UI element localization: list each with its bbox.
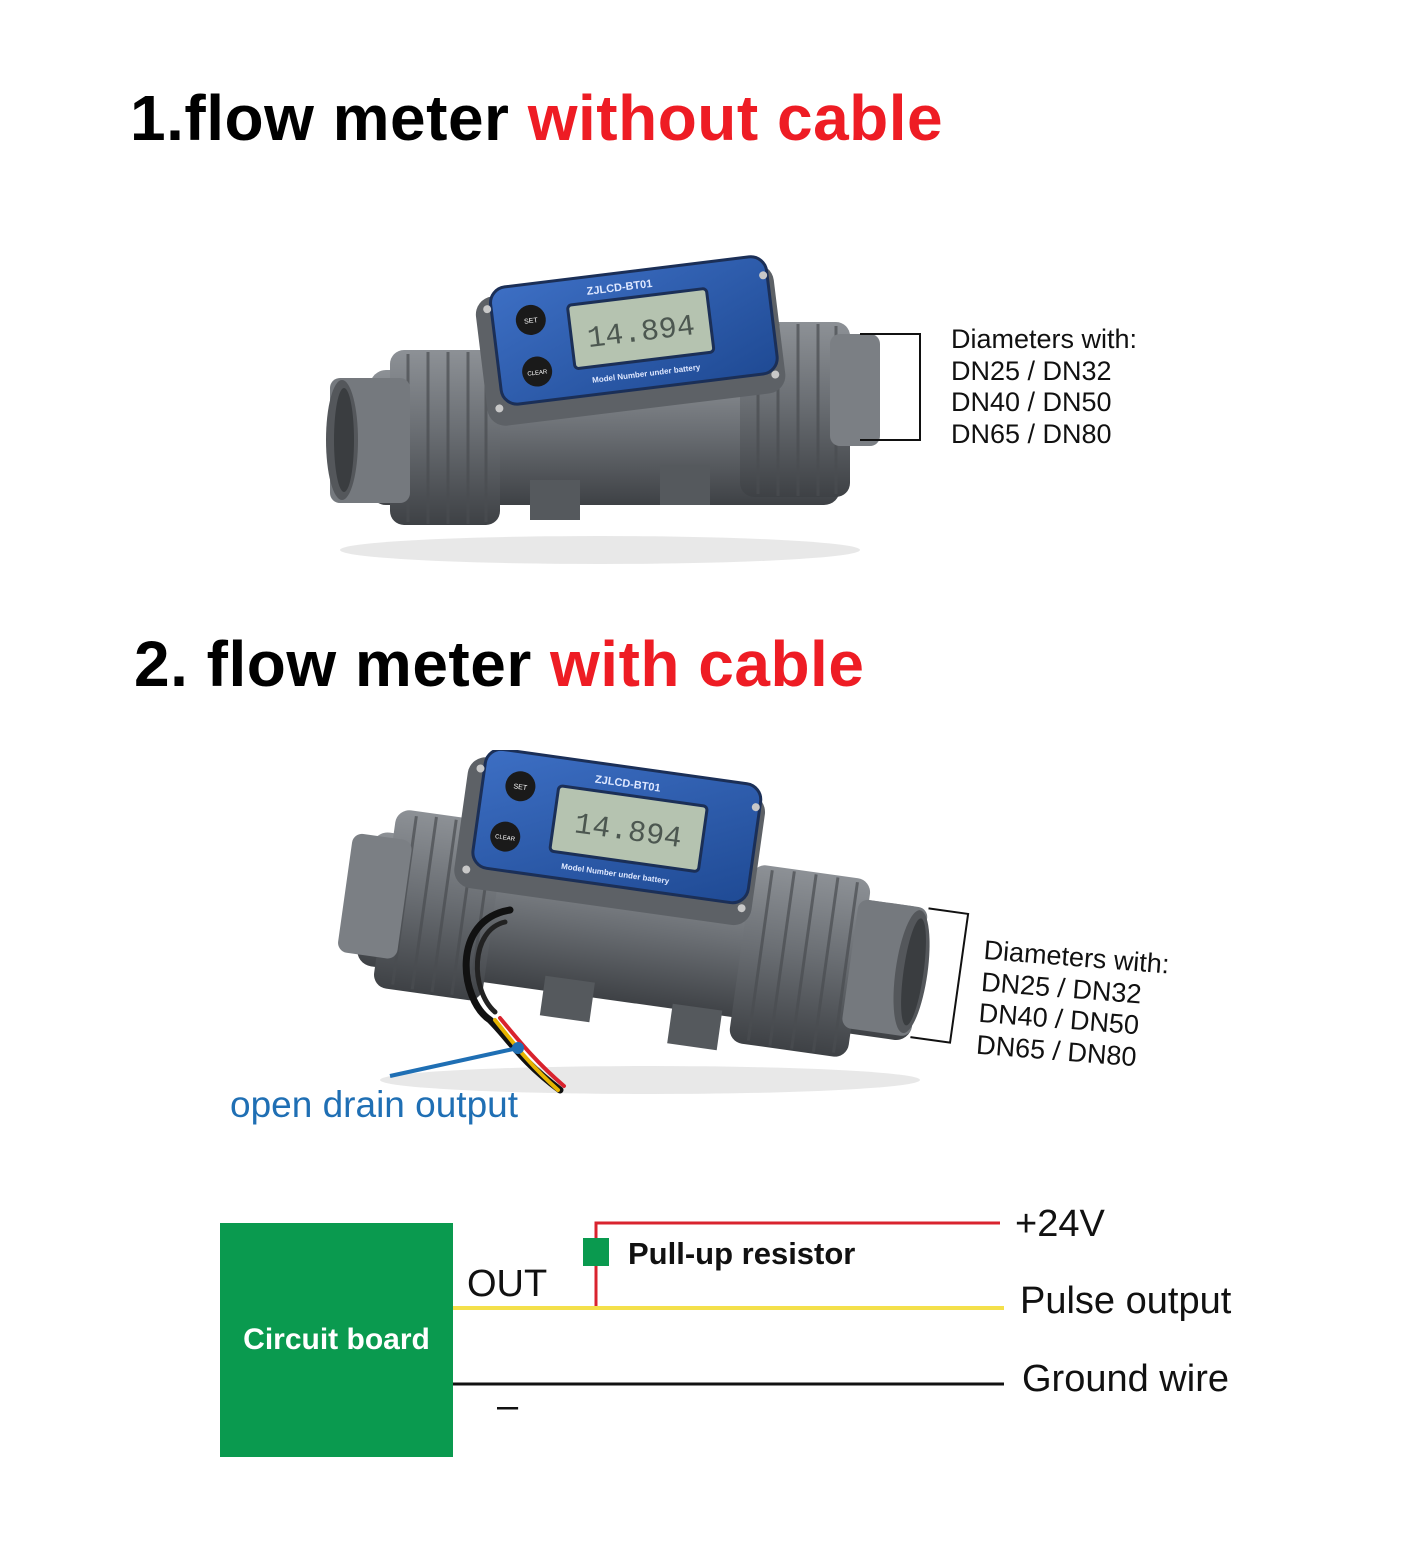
wiring-diagram [453, 1221, 1004, 1386]
heading-prefix: 2. flow meter [134, 628, 550, 700]
open-drain-output-label: open drain output [230, 1084, 519, 1125]
diameter-line: DN25 / DN32 [951, 355, 1112, 386]
clear-button-text: CLEAR [495, 834, 516, 843]
cable-pointer-dot [512, 1042, 524, 1054]
out-label: OUT [467, 1263, 548, 1305]
heading-highlight: with cable [550, 628, 865, 700]
heading-highlight: without cable [527, 82, 944, 154]
diameters-list-2: Diameters with: DN25 / DN32 DN40 / DN50 … [975, 935, 1170, 1075]
circuit-board: Circuit board [220, 1223, 453, 1457]
set-button-icon [505, 771, 536, 802]
flow-meter-photo-with-cable: ZJLCD-BT01 14.894 SET CLEAR Model Number… [338, 750, 970, 1094]
section-1-heading: 1.flow meter without cable [130, 86, 943, 150]
heading-prefix: 1.flow meter [130, 82, 528, 154]
diameter-bracket [860, 333, 921, 441]
wire-24v [594, 1221, 1000, 1306]
set-button-text: SET [524, 317, 539, 326]
v24-label: +24V [1015, 1203, 1105, 1245]
ground-wire-label: Ground wire [1022, 1358, 1229, 1400]
pull-up-resistor-label: Pull-up resistor [628, 1236, 856, 1271]
minus-label: – [497, 1385, 519, 1427]
diameter-line: DN40 / DN50 [951, 387, 1112, 417]
set-button-text: SET [513, 783, 528, 792]
pull-up-resistor-icon [583, 1238, 609, 1266]
clear-button-text: CLEAR [527, 369, 548, 377]
diameters-title: Diameters with: [951, 324, 1138, 354]
diameter-line: DN65 / DN80 [951, 418, 1112, 449]
circuit-board-label: Circuit board [243, 1323, 430, 1356]
set-button-icon [515, 304, 546, 335]
signal-cable [462, 906, 566, 1094]
clear-button-icon [522, 356, 553, 387]
flow-meter-photo-without-cable: ZJLCD-BT01 14.894 SET CLEAR Model Number… [326, 255, 921, 564]
cable-pointer-line [389, 1046, 519, 1078]
diameter-bracket [910, 907, 970, 1044]
clear-button-icon [490, 821, 521, 852]
diameters-list-1: Diameters with: DN25 / DN32 DN40 / DN50 … [951, 324, 1137, 450]
pulse-output-label: Pulse output [1020, 1280, 1232, 1322]
section-2-heading: 2. flow meter with cable [134, 632, 864, 696]
